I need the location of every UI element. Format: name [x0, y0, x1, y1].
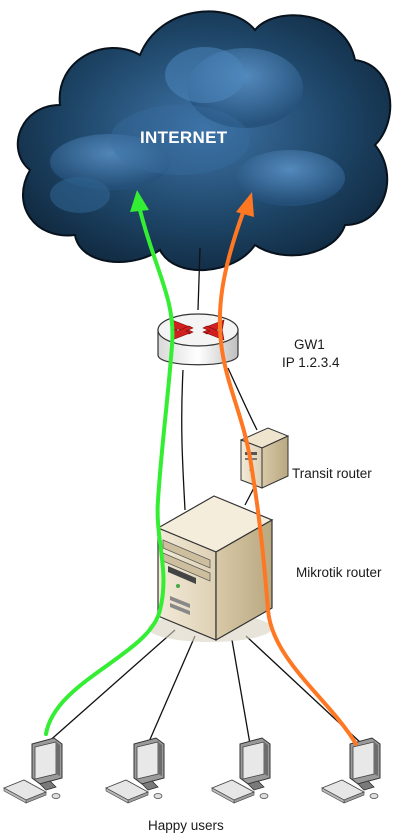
user-pc	[3, 737, 63, 804]
gw1-name: GW1	[294, 337, 325, 352]
transit-router-label: Transit router	[292, 466, 372, 481]
mikrotik-router	[148, 495, 274, 642]
orange-path	[217, 192, 358, 746]
user-pc	[321, 737, 381, 804]
user-pc	[105, 737, 165, 804]
internet-cloud	[16, 10, 392, 271]
mikrotik-router-label: Mikrotik router	[296, 565, 382, 580]
gw1-label: GW1 IP 1.2.3.4	[282, 336, 340, 372]
gw1-ip: IP 1.2.3.4	[282, 355, 340, 370]
green-path	[44, 190, 175, 736]
user-pc	[211, 737, 271, 804]
happy-users-label: Happy users	[148, 818, 224, 833]
internet-label: INTERNET	[140, 128, 228, 147]
